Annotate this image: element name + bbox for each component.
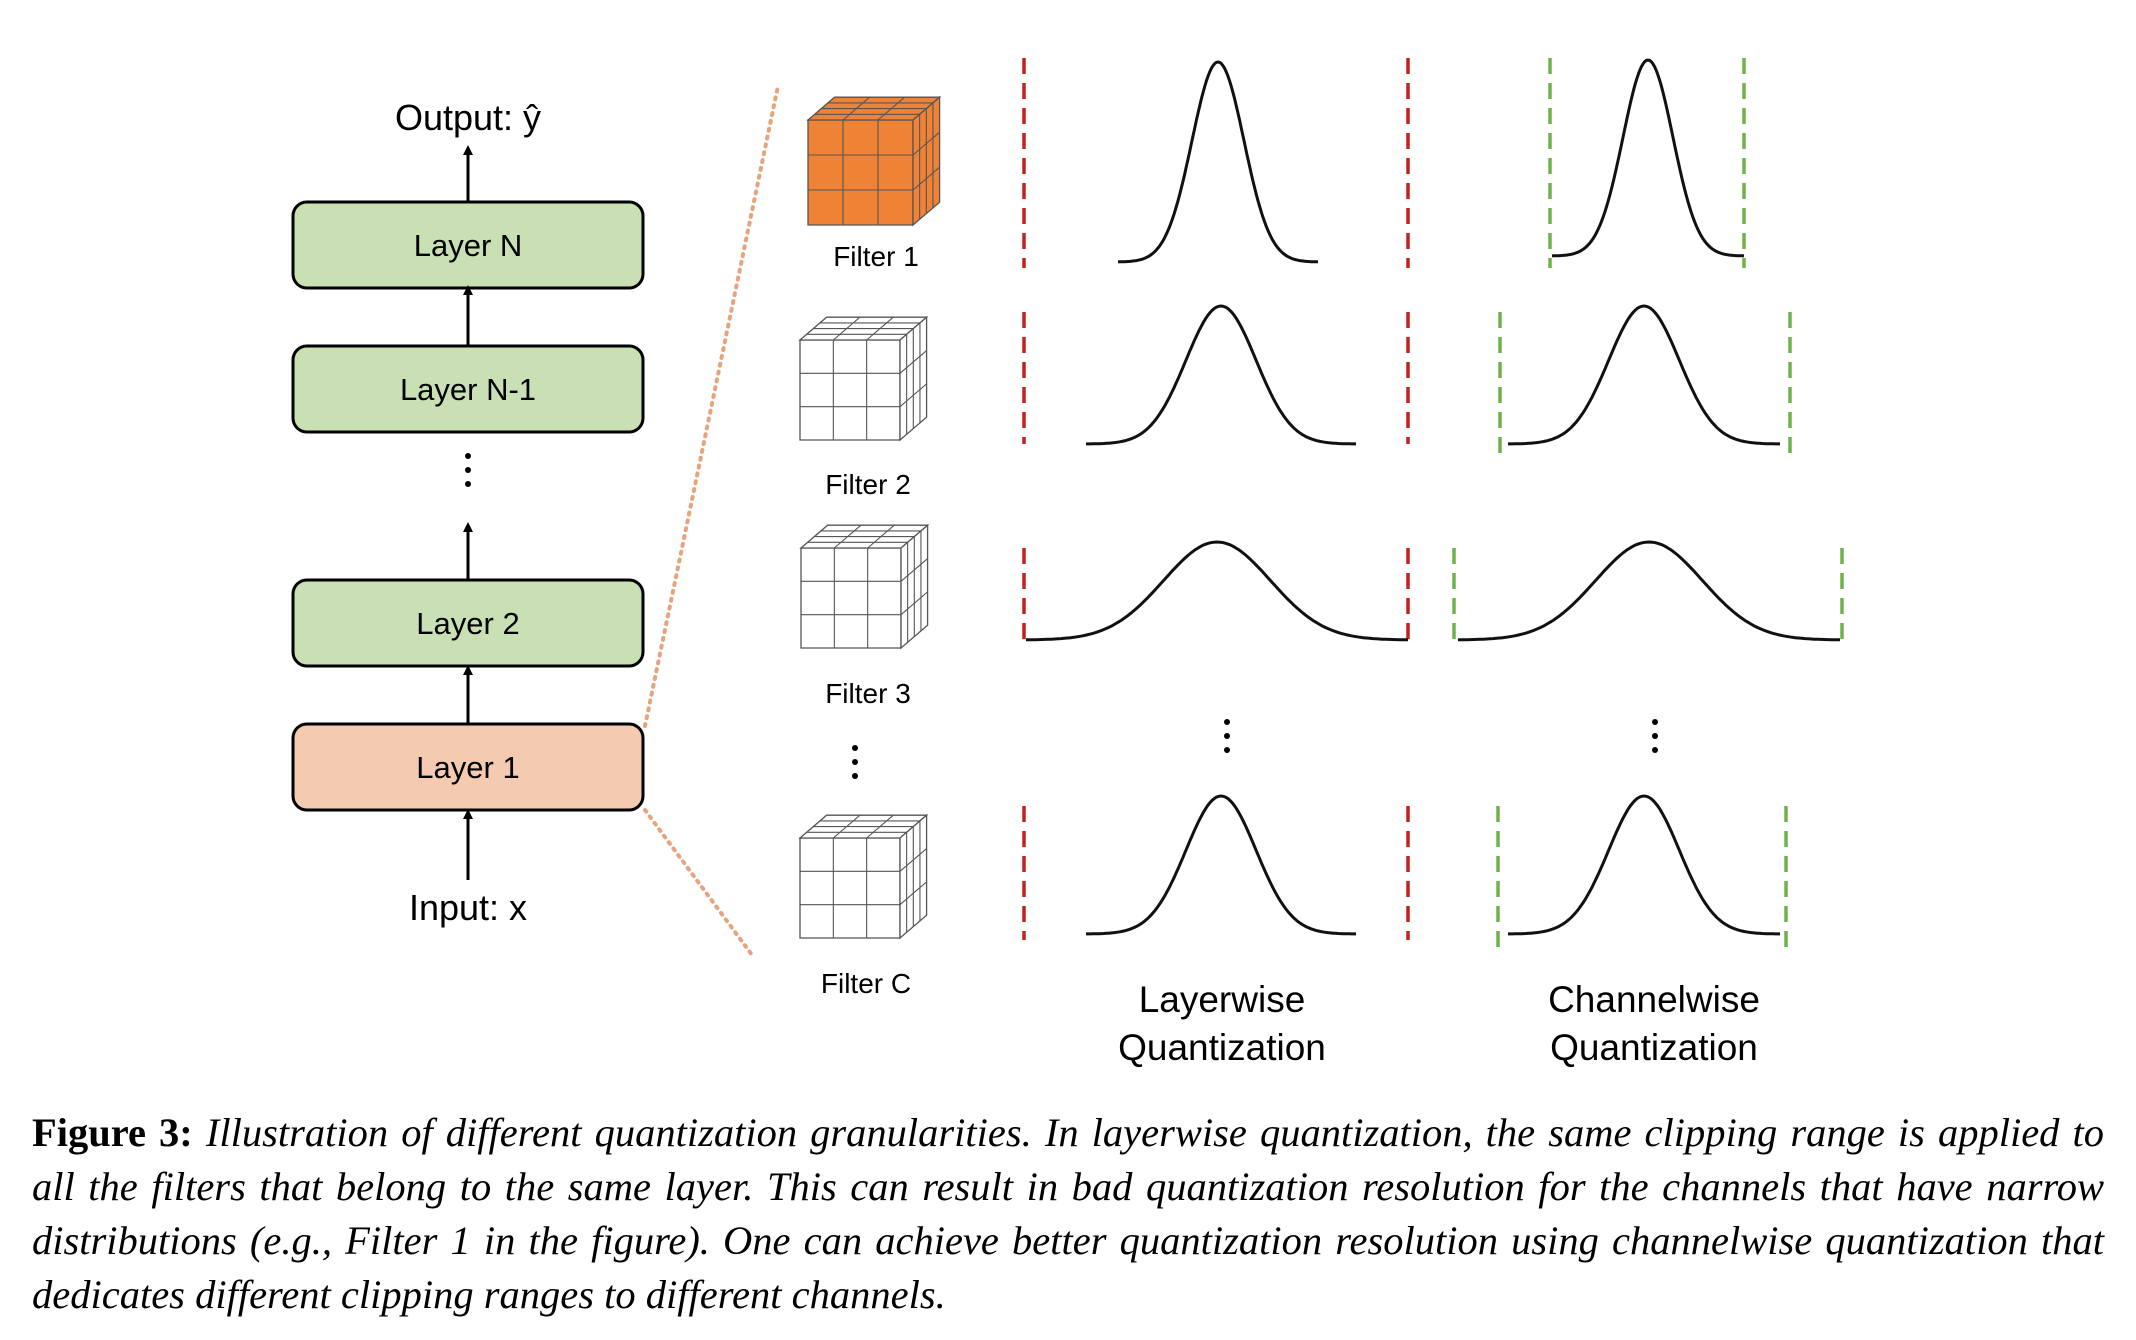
filter-3-label: Filter 3 (825, 678, 911, 709)
layer-ellipsis (465, 453, 471, 487)
filter-2-cube (798, 315, 929, 442)
channelwise-dist-c (1508, 794, 1780, 936)
filter-1-cube (806, 95, 942, 227)
filter-cubes (798, 95, 942, 940)
filter-c-label: Filter C (821, 968, 911, 999)
network-stack: Output: ŷ Layer N Layer N-1 Layer 2 Laye… (291, 97, 645, 928)
layer-2-label: Layer 2 (416, 606, 519, 641)
quantization-granularity-figure: Output: ŷ Layer N Layer N-1 Layer 2 Laye… (291, 58, 1844, 1068)
channelwise-dist-2 (1508, 304, 1780, 446)
layer-1-label: Layer 1 (416, 750, 519, 785)
filter-3-cube (799, 523, 930, 650)
layerwise-title-line2: Quantization (1118, 1027, 1326, 1068)
layer-n-minus-1-box (291, 344, 645, 434)
input-label: Input: x (409, 887, 527, 928)
caption-text: Illustration of different quantization g… (32, 1110, 2104, 1317)
layer-n-minus-1-label: Layer N-1 (400, 372, 536, 407)
filter-2-label: Filter 2 (825, 469, 911, 500)
zoom-lines (643, 84, 780, 957)
caption-label: Figure 3: (32, 1110, 193, 1155)
channelwise-ellipsis (1652, 719, 1658, 753)
channelwise-title-line1: Channelwise (1548, 979, 1760, 1020)
distributions (1022, 58, 1844, 948)
channelwise-dist-1 (1551, 58, 1745, 258)
layer-n-label: Layer N (414, 228, 523, 263)
layerwise-dist-c (1086, 794, 1356, 936)
layerwise-dist-2 (1086, 304, 1356, 446)
layerwise-dist-3 (1026, 540, 1408, 642)
channelwise-dist-3 (1458, 540, 1840, 642)
filter-ellipsis (852, 745, 858, 779)
layerwise-dist-1 (1117, 60, 1319, 264)
filter-c-cube (798, 813, 929, 940)
layerwise-title-line1: Layerwise (1139, 979, 1306, 1020)
output-label: Output: ŷ (395, 97, 541, 138)
filter-1-label: Filter 1 (833, 241, 919, 272)
channelwise-title-line2: Quantization (1550, 1027, 1758, 1068)
figure-caption: Figure 3: Illustration of different quan… (32, 1106, 2104, 1322)
layerwise-ellipsis (1224, 719, 1230, 753)
